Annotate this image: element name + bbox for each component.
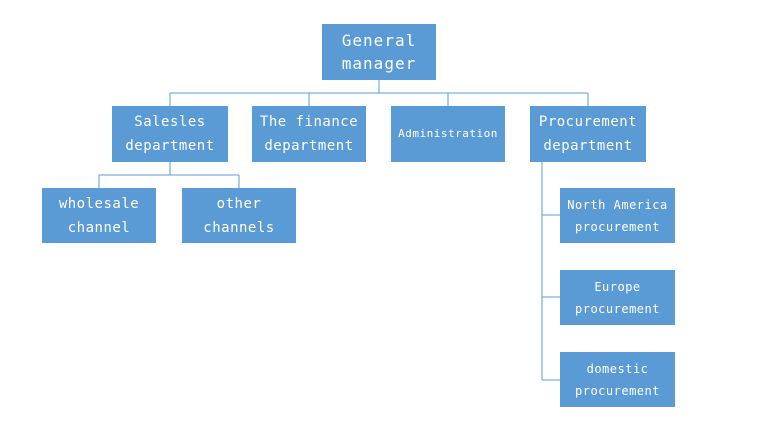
north-america-procurement-line2: procurement (575, 219, 660, 234)
europe-procurement-line2: procurement (575, 301, 660, 316)
north-america-procurement-box: North America procurement (560, 188, 675, 243)
sales-department-line1: Salesles (134, 114, 206, 130)
procurement-department-line2: department (543, 138, 633, 154)
finance-department-line2: department (264, 138, 354, 154)
domestic-procurement-line1: domestic (586, 361, 649, 376)
sales-department-line2: department (125, 138, 215, 154)
sales-department-box: Salesles department (112, 106, 228, 162)
general-manager-line1: General (341, 31, 417, 50)
procurement-department-box: Procurement department (530, 106, 646, 162)
finance-department-line1: The finance (259, 114, 359, 130)
europe-procurement-line1: Europe (594, 279, 641, 294)
general-manager-line2: manager (341, 54, 417, 73)
domestic-procurement-box: domestic procurement (560, 352, 675, 407)
domestic-procurement-line2: procurement (575, 383, 660, 398)
other-channels-box: other channels (182, 188, 296, 243)
north-america-procurement-line1: North America (567, 197, 668, 212)
procurement-department-line1: Procurement (538, 114, 638, 130)
other-channels-line1: other (216, 195, 262, 212)
other-channels-line2: channels (203, 219, 275, 236)
administration-label: Administration (398, 127, 498, 140)
wholesale-channel-box: wholesale channel (42, 188, 156, 243)
wholesale-channel-line1: wholesale (58, 195, 140, 212)
europe-procurement-box: Europe procurement (560, 270, 675, 325)
finance-department-box: The finance department (252, 106, 366, 162)
administration-box: Administration (391, 106, 505, 162)
general-manager-box: General manager (322, 24, 436, 80)
wholesale-channel-line2: channel (67, 219, 131, 236)
